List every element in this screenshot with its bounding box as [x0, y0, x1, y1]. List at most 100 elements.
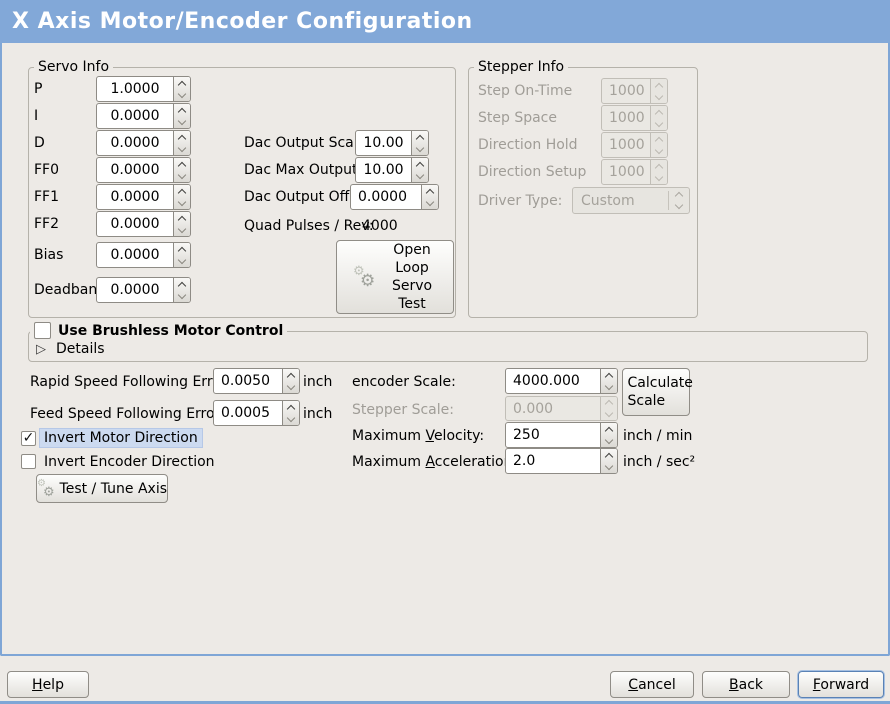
quad-pulses-label: Quad Pulses / Rev:	[244, 218, 374, 234]
feed-following-error-spinbox[interactable]: 0.0005	[213, 400, 300, 426]
ff1-spinbox[interactable]: 0.0000	[96, 184, 191, 210]
feed-following-error-label: Feed Speed Following Error:	[30, 406, 225, 422]
details-expander[interactable]: ▷ Details	[36, 341, 105, 357]
max-velocity-spinbox[interactable]: 250	[505, 422, 618, 448]
page-title: X Axis Motor/Encoder Configuration	[12, 9, 473, 34]
help-button[interactable]: Help	[7, 671, 89, 698]
dac-max-output-spinbox[interactable]: 10.00	[355, 157, 429, 183]
invert-encoder-label[interactable]: Invert Encoder Direction	[44, 454, 215, 470]
invert-encoder-checkbox[interactable]	[21, 454, 36, 469]
spin-up-button[interactable]	[174, 131, 190, 143]
spin-up-button[interactable]	[174, 243, 190, 255]
direction-hold-label: Direction Hold	[478, 137, 578, 153]
spin-up-button[interactable]	[174, 212, 190, 224]
gears-icon: ⚙ ⚙	[353, 264, 376, 291]
rapid-following-error-label: Rapid Speed Following Error:	[30, 374, 232, 390]
spin-up-button[interactable]	[422, 185, 438, 197]
forward-button[interactable]: Forward	[798, 671, 884, 698]
deadband-spinbox[interactable]: 0.0000	[96, 277, 191, 303]
expander-triangle-icon: ▷	[36, 341, 46, 357]
spin-down-button[interactable]	[174, 290, 190, 302]
spinner-buttons	[282, 369, 299, 393]
spin-down-button[interactable]	[601, 461, 617, 473]
calculate-scale-label: Calculate Scale	[627, 375, 693, 409]
cancel-button[interactable]: Cancel	[610, 671, 694, 698]
forward-button-label: Forward	[812, 676, 870, 693]
spin-down-button[interactable]	[283, 413, 299, 425]
back-button-label: Back	[729, 676, 763, 693]
back-button[interactable]: Back	[702, 671, 790, 698]
use-brushless-checkbox[interactable]	[34, 322, 51, 339]
cancel-button-label: Cancel	[628, 676, 676, 693]
invert-motor-label[interactable]: Invert Motor Direction	[39, 428, 203, 448]
spin-down-button[interactable]	[601, 435, 617, 447]
spin-down-button[interactable]	[412, 143, 428, 155]
spinner-buttons	[600, 423, 617, 447]
spin-up-button[interactable]	[601, 369, 617, 381]
rapid-following-error-unit: inch	[303, 374, 333, 390]
bias-spinbox[interactable]: 0.0000	[96, 242, 191, 268]
spin-up-button[interactable]	[412, 158, 428, 170]
spin-up-button	[651, 106, 667, 118]
spin-down-button[interactable]	[174, 255, 190, 267]
max-acceleration-spinbox[interactable]: 2.0	[505, 448, 618, 474]
spinner-buttons	[411, 158, 428, 182]
spin-up-button[interactable]	[174, 77, 190, 89]
dac-output-offset-spinbox[interactable]: 0.0000	[350, 184, 439, 210]
spin-up-button	[601, 397, 617, 409]
spinner-buttons	[173, 185, 190, 209]
spin-up-button[interactable]	[601, 449, 617, 461]
calculate-scale-button[interactable]: Calculate Scale	[622, 368, 693, 416]
direction-setup-spinbox: 1000	[601, 159, 668, 185]
spin-up-button[interactable]	[283, 369, 299, 381]
stepper-scale-spinbox: 0.000	[505, 396, 618, 421]
spin-up-button[interactable]	[283, 401, 299, 413]
open-loop-button-label: Open Loop Servo Test	[391, 242, 433, 312]
spin-up-button[interactable]	[174, 185, 190, 197]
feed-following-error-unit: inch	[303, 406, 333, 422]
test-tune-axis-button[interactable]: ⚙ ⚙ Test / Tune Axis	[36, 474, 168, 503]
stepper-scale-label: Stepper Scale:	[352, 402, 454, 418]
spin-down-button[interactable]	[174, 143, 190, 155]
dac-output-scale-spinbox[interactable]: 10.00	[355, 130, 429, 156]
spin-down-button	[651, 91, 667, 103]
stepper-info-frame-title: Stepper Info	[474, 59, 569, 75]
spin-down-button	[651, 145, 667, 157]
encoder-scale-spinbox[interactable]: 4000.000	[505, 368, 618, 394]
spin-down-button	[601, 409, 617, 421]
spinner-buttons	[650, 79, 667, 103]
p-spinbox[interactable]: 1.0000	[96, 76, 191, 102]
spin-down-button[interactable]	[174, 197, 190, 209]
spin-down-button[interactable]	[283, 381, 299, 393]
spin-up-button[interactable]	[174, 104, 190, 116]
spinner-buttons	[411, 131, 428, 155]
rapid-following-error-spinbox[interactable]: 0.0050	[213, 368, 300, 394]
i-spinbox[interactable]: 0.0000	[96, 103, 191, 129]
spin-up-button[interactable]	[174, 278, 190, 290]
direction-setup-label: Direction Setup	[478, 164, 587, 180]
ff2-spinbox[interactable]: 0.0000	[96, 211, 191, 237]
step-space-label: Step Space	[478, 110, 557, 126]
spin-down-button[interactable]	[412, 170, 428, 182]
spin-down-button[interactable]	[174, 89, 190, 101]
ff1-label: FF1	[34, 189, 60, 205]
spin-down-button[interactable]	[174, 116, 190, 128]
deadband-label: Deadband	[34, 282, 107, 298]
spin-up-button[interactable]	[174, 158, 190, 170]
driver-type-value: Custom	[581, 192, 635, 209]
spin-down-button[interactable]	[422, 197, 438, 209]
titlebar: X Axis Motor/Encoder Configuration	[0, 0, 890, 43]
spinner-buttons	[173, 158, 190, 182]
spin-up-button[interactable]	[601, 423, 617, 435]
spin-down-button[interactable]	[601, 381, 617, 393]
open-loop-servo-test-button[interactable]: ⚙ ⚙ Open Loop Servo Test	[336, 240, 454, 314]
d-spinbox[interactable]: 0.0000	[96, 130, 191, 156]
spinner-buttons	[600, 449, 617, 473]
spin-up-button	[651, 160, 667, 172]
ff0-spinbox[interactable]: 0.0000	[96, 157, 191, 183]
invert-motor-checkbox[interactable]: ✓	[21, 431, 36, 446]
spin-up-button[interactable]	[412, 131, 428, 143]
spin-down-button[interactable]	[174, 170, 190, 182]
spin-down-button[interactable]	[174, 224, 190, 236]
